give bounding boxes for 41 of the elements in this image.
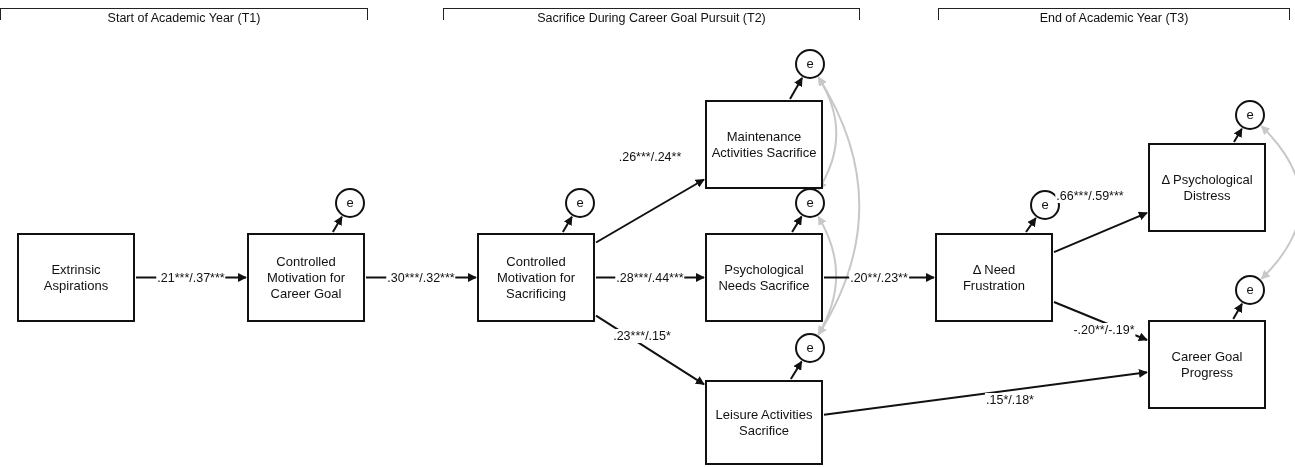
phase-heading: Sacrifice During Career Goal Pursuit (T2): [537, 11, 766, 25]
arrow: [595, 178, 705, 244]
arrow: [331, 215, 343, 233]
variable-box: Controlled Motivation for Career Goal: [247, 233, 365, 322]
edge-label: .26***/.24**: [617, 150, 683, 164]
arrow: [791, 215, 803, 233]
phase-heading: Start of Academic Year (T1): [107, 11, 261, 25]
error-term-circle: e: [565, 188, 595, 218]
error-term-circle: e: [795, 188, 825, 218]
edge-label: .66***/.59***: [1055, 189, 1125, 203]
arrow: [1233, 127, 1243, 143]
error-term-circle: e: [1235, 275, 1265, 305]
variable-box: Δ Psychological Distress: [1148, 143, 1266, 232]
variable-box: Maintenance Activities Sacrifice: [705, 100, 823, 189]
variable-box: Controlled Motivation for Sacrificing: [477, 233, 595, 322]
variable-box: Extrinsic Aspirations: [17, 233, 135, 322]
arrow: [561, 215, 573, 233]
edge-label: .20**/.23**: [849, 270, 909, 285]
error-term-circle: e: [795, 49, 825, 79]
variable-box: Leisure Activities Sacrifice: [705, 380, 823, 465]
variable-box: Psychological Needs Sacrifice: [705, 233, 823, 322]
variable-box: Career Goal Progress: [1148, 320, 1266, 409]
edge-label: .15*/.18*: [985, 393, 1035, 407]
error-term-circle: e: [795, 333, 825, 363]
edge-label: .28***/.44***: [615, 270, 685, 285]
phase-heading: End of Academic Year (T3): [1039, 11, 1189, 25]
arrow: [1053, 211, 1148, 254]
edge-label: .23***/.15*: [612, 329, 672, 343]
error-term-circle: e: [335, 188, 365, 218]
edge-label: .30***/.32***: [386, 270, 456, 285]
double-headed-arrow: [1260, 125, 1295, 280]
arrow: [823, 368, 1148, 416]
edge-label: .21***/.37***: [156, 270, 226, 285]
variable-box: Δ Need Frustration: [935, 233, 1053, 322]
arrow: [1025, 217, 1037, 233]
edge-label: -.20**/-.19*: [1072, 323, 1136, 337]
arrow: [789, 76, 804, 100]
arrow: [789, 360, 803, 380]
double-headed-arrow: [817, 76, 861, 336]
error-term-circle: e: [1235, 100, 1265, 130]
arrow: [1232, 302, 1243, 320]
